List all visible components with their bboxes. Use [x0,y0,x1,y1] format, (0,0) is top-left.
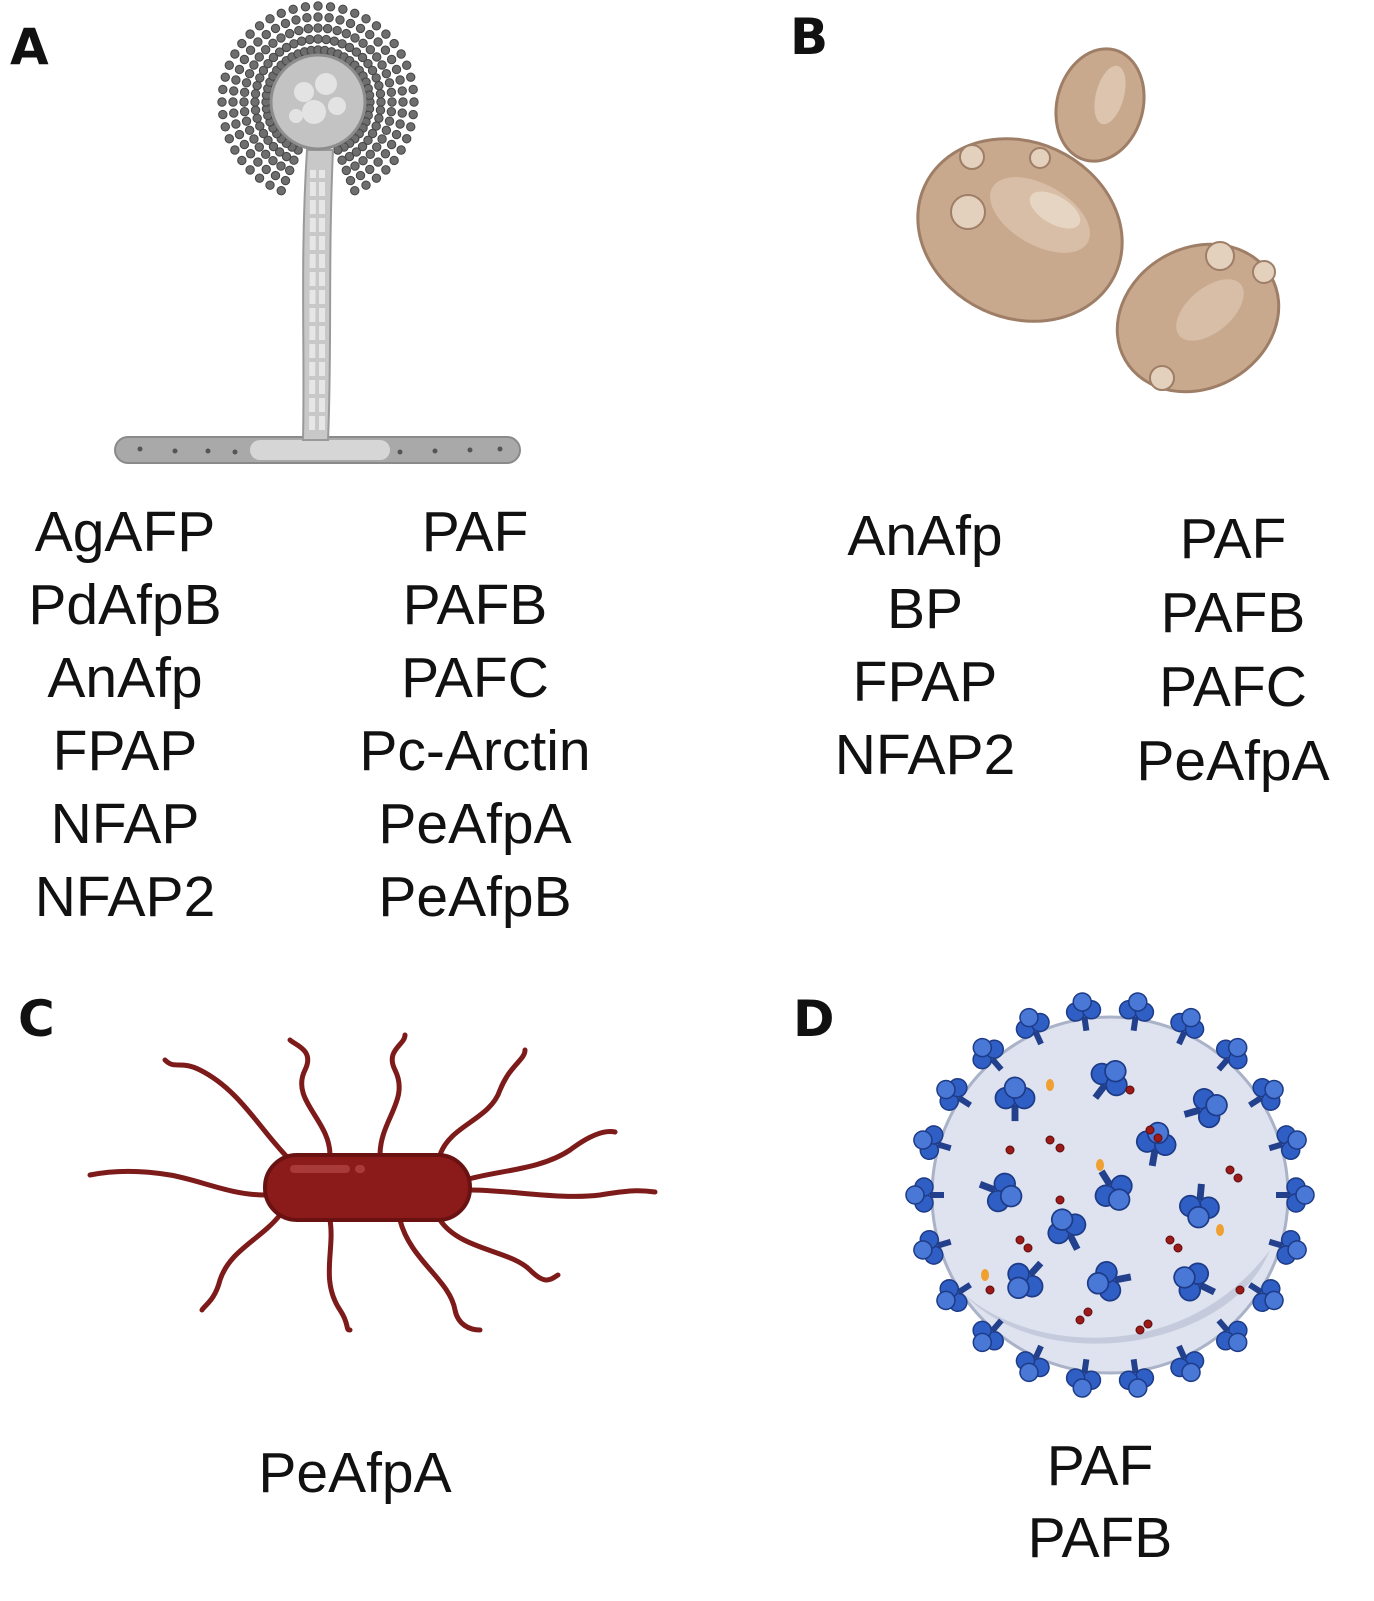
peptide-label: FPAP [852,650,998,714]
peptide-label: PAF [421,500,529,564]
panel-label-d: D [793,990,835,1048]
peptide-label: PAFB [1160,581,1306,645]
peptide-label: AnAfp [47,646,203,710]
peptide-label: PdAfpB [28,573,222,637]
panel-label-b: B [790,8,829,66]
peptide-label: PAFC [1159,655,1307,719]
peptide-label: PeAfpA [258,1441,452,1505]
panel-d-list: PAF PAFB [980,1430,1220,1574]
peptide-label: PeAfpB [378,865,572,929]
panel-c-list: PeAfpA [200,1437,510,1510]
peptide-label: NFAP [50,792,200,856]
panel-a-right-list: PAF PAFB PAFC Pc-Arctin PeAfpA PeAfpB [330,496,620,934]
virus-particles [981,1079,1245,1335]
filamentous-fungus-conidiophore-icon [114,1,521,464]
peptide-label: PAFB [1027,1506,1173,1570]
peptide-label: PeAfpA [1136,729,1330,793]
yeast-cells-icon [916,47,1281,394]
panel-label-a: A [10,18,49,76]
peptide-label: BP [886,577,964,641]
peptide-label: NFAP2 [834,723,1016,787]
panel-b-right-list: PAF PAFB PAFC PeAfpA [1118,502,1348,798]
peptide-label: AgAFP [34,500,216,564]
panel-b-left-list: AnAfp BP FPAP NFAP2 [810,500,1040,792]
peptide-label: Pc-Arctin [359,719,591,783]
peptide-label: AnAfp [847,504,1003,568]
flagellated-bacterium-icon [87,1032,658,1333]
peptide-label: PAFB [402,573,548,637]
conidia-chains [217,1,419,196]
peptide-label: FPAP [52,719,198,783]
peptide-label: PAFC [401,646,549,710]
enveloped-virus-icon [905,992,1315,1398]
panel-a-left-list: AgAFP PdAfpB AnAfp FPAP NFAP NFAP2 [0,496,250,934]
peptide-label: PAF [1179,507,1287,571]
virus-surface-proteins [905,992,1315,1398]
peptide-label: PeAfpA [378,792,572,856]
peptide-label: PAF [1046,1434,1154,1498]
peptide-label: NFAP2 [34,865,216,929]
panel-label-c: C [18,990,55,1048]
